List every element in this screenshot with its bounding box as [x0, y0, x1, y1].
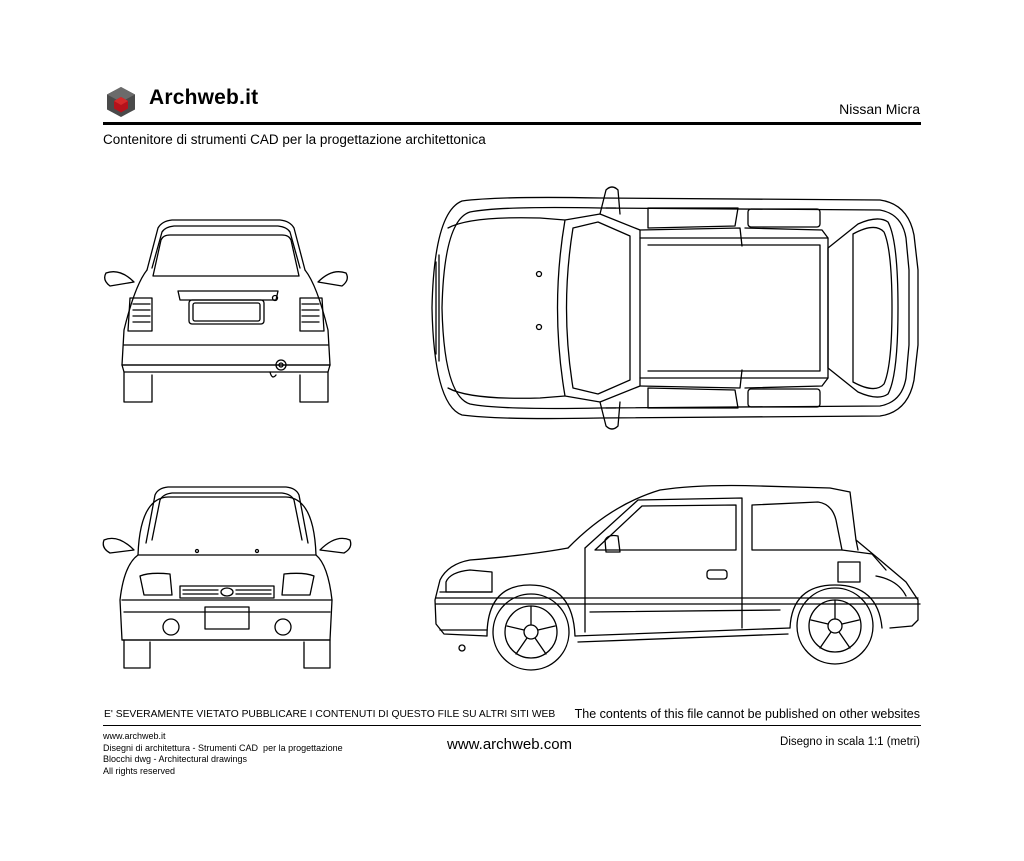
- header-divider: [103, 122, 921, 125]
- footer-line: All rights reserved: [103, 766, 176, 777]
- notice-english: The contents of this file cannot be publ…: [574, 707, 920, 721]
- footer-line: Disegni di architettura - Strumenti CAD …: [103, 742, 343, 753]
- footer-line: Blocchi dwg - Architectural drawings: [103, 754, 248, 765]
- car-side-view: [434, 484, 921, 671]
- archweb-logo-icon: [107, 87, 135, 117]
- header-subtitle: Contenitore di strumenti CAD per la prog…: [103, 132, 486, 147]
- car-top-view: [431, 186, 919, 430]
- footer-line: www.archweb.it: [103, 731, 166, 741]
- notice-italian: E' SEVERAMENTE VIETATO PUBBLICARE I CONT…: [104, 709, 556, 720]
- footer-info: www.archweb.it Disegni di architettura -…: [103, 731, 343, 778]
- footer-divider: [103, 725, 921, 726]
- car-rear-view: [104, 219, 348, 403]
- drawing-title: Nissan Micra: [839, 101, 920, 117]
- car-front-view: [102, 486, 352, 669]
- logo-text: Archweb.it: [149, 86, 259, 109]
- scale-note: Disegno in scala 1:1 (metri): [780, 736, 920, 748]
- footer-url: www.archweb.com: [447, 736, 573, 753]
